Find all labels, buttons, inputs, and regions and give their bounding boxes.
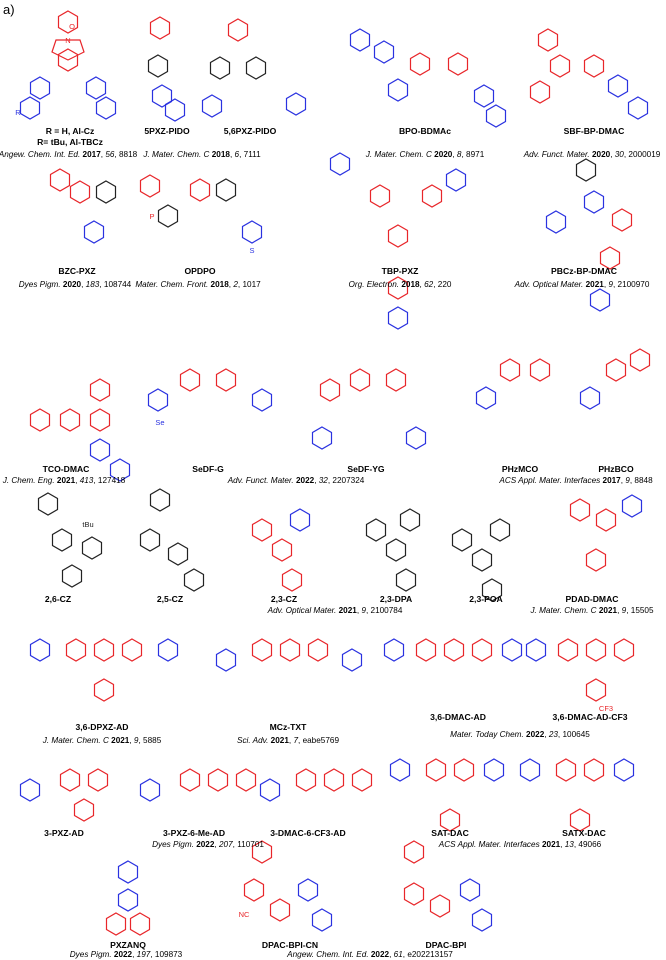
compound-name-dpac-bpi: DPAC-BPI xyxy=(425,940,467,950)
compound-name-mcz-txt: MCz-TXT xyxy=(269,722,307,732)
structure-36-dpxz-ad xyxy=(29,638,179,702)
panel-label: a) xyxy=(3,2,15,17)
compound-name-pxzanq: PXZANQ xyxy=(110,940,146,950)
compound-name-5pxz-pido: 5PXZ-PIDO xyxy=(144,126,190,136)
structure-tbp-pxz xyxy=(329,152,467,330)
structure-5pxz-pido xyxy=(147,16,186,122)
reference-sbf-bp-dmac: Adv. Funct. Mater. 2020, 30, 2000019 xyxy=(523,150,661,159)
structure-23-poa xyxy=(451,518,511,602)
compound-name-3-pxz-ad: 3-PXZ-AD xyxy=(44,828,84,838)
compound-name-pbcz-bp-dmac: PBCz-BP-DMAC xyxy=(551,266,617,276)
reference-pdad-dmac: J. Mater. Chem. C 2021, 9, 15505 xyxy=(530,606,654,615)
reference-bpo-bdmac: J. Mater. Chem. C 2020, 8, 8971 xyxy=(365,150,485,159)
reference-pxzanq: Dyes Pigm. 2022, 197, 109873 xyxy=(69,950,183,959)
structure-pdad-dmac xyxy=(569,494,643,572)
structure-26-cz xyxy=(37,492,103,588)
compound-name-36-dpxz-ad: 3,6-DPXZ-AD xyxy=(75,722,129,732)
atom-label-r: R xyxy=(15,108,21,117)
structure-phzmco xyxy=(475,358,551,410)
compound-name-3-dmac-6-cf3-ad: 3-DMAC-6-CF3-AD xyxy=(270,828,346,838)
atom-label-nc: NC xyxy=(238,910,250,919)
structure-dpac-bpi xyxy=(403,840,493,932)
structure-opdpo xyxy=(139,174,263,244)
compound-name-23-cz: 2,3-CZ xyxy=(270,594,298,604)
reference-36-dpxz-ad: J. Mater. Chem. C 2021, 9, 5885 xyxy=(42,736,162,745)
structure-sbf-bp-dmac xyxy=(529,28,649,120)
structure-36-dmac-ad-cf3 xyxy=(525,638,635,702)
structure-3-pxz-ad xyxy=(19,768,109,822)
compound-name-opdpo: OPDPO xyxy=(184,266,216,276)
atom-label-se: Se xyxy=(155,418,165,427)
compound-name-phzmco: PHzMCO xyxy=(501,464,539,474)
atom-label-s: S xyxy=(249,246,255,255)
compound-name-sedf-g: SeDF-G xyxy=(192,464,224,474)
reference-pbcz-bp-dmac: Adv. Optical Mater. 2021, 9, 2100970 xyxy=(514,280,650,289)
compound-name-36-dmac-ad-cf3: 3,6-DMAC-AD-CF3 xyxy=(552,712,628,722)
compound-name-al-tbcz: R= tBu, Al-TBCz xyxy=(37,137,103,147)
compound-name-pdad-dmac: PDAD-DMAC xyxy=(565,594,619,604)
reference-al-cz: Angew. Chem. Int. Ed. 2017, 56, 8818 xyxy=(0,150,138,159)
structure-dpac-bpi-cn xyxy=(243,840,333,932)
compound-name-phzbco: PHzBCO xyxy=(598,464,634,474)
compound-name-sedf-yg: SeDF-YG xyxy=(347,464,385,474)
reference-mcz-txt: Sci. Adv. 2021, 7, eabe5769 xyxy=(236,736,340,745)
structure-phzbco xyxy=(579,348,651,410)
reference-tco-dmac: J. Chem. Eng. 2021, 413, 127418 xyxy=(2,476,126,485)
atom-label-n: N xyxy=(65,36,71,45)
compound-name-satx-dac: SATX-DAC xyxy=(562,828,606,838)
atom-label-cf3: CF3 xyxy=(598,704,614,713)
compound-name-sat-dac: SAT-DAC xyxy=(431,828,469,838)
atom-label-p: P xyxy=(149,212,155,221)
reference-sat-dac: ACS Appl. Mater. Interfaces 2021, 13, 49… xyxy=(438,840,602,849)
compound-name-bpo-bdmac: BPO-BDMAc xyxy=(398,126,452,136)
structure-bpo-bdmac xyxy=(349,28,507,128)
compound-name-dpac-bpi-cn: DPAC-BPI-CN xyxy=(261,940,319,950)
compound-name-36-dmac-ad: 3,6-DMAC-AD xyxy=(430,712,486,722)
structure-56pxz-pido xyxy=(201,18,307,118)
atom-label-tbu: tBu xyxy=(82,520,94,529)
reference-opdpo: Mater. Chem. Front. 2018, 2, 1017 xyxy=(135,280,261,289)
structure-36-dmac-ad xyxy=(383,638,523,662)
reference-36-dmac-ad: Mater. Today Chem. 2022, 23, 100645 xyxy=(450,730,590,739)
compound-name-26-cz: 2,6-CZ xyxy=(44,594,72,604)
structure-pxzanq xyxy=(105,860,151,936)
structure-23-dpa xyxy=(365,508,421,592)
compound-name-bzc-pxz: BZC-PXZ xyxy=(58,266,96,276)
structure-sedf-g xyxy=(147,368,273,412)
compound-name-tco-dmac: TCO-DMAC xyxy=(42,464,90,474)
reference-pxz-pido: J. Mater. Chem. C 2018, 6, 7111 xyxy=(143,150,261,159)
atom-label-o: O xyxy=(69,22,75,31)
reference-23: Adv. Optical Mater. 2021, 9, 2100784 xyxy=(267,606,403,615)
reference-dpac-bpi: Angew. Chem. Int. Ed. 2022, 61, e2022131… xyxy=(287,950,453,959)
compound-name-al-cz: R = H, Al-Cz xyxy=(45,126,95,136)
reference-bzc-pxz: Dyes Pigm. 2020, 183, 108744 xyxy=(18,280,132,289)
structure-3-dmac-6-cf3-ad xyxy=(259,768,373,802)
structure-sedf-yg xyxy=(311,368,427,450)
structure-23-cz xyxy=(251,508,311,592)
compound-name-23-dpa: 2,3-DPA xyxy=(379,594,413,604)
reference-phz: ACS Appl. Mater. Interfaces 2017, 9, 884… xyxy=(499,476,653,485)
structure-mcz-txt xyxy=(215,638,363,672)
compound-name-3-pxz-6-me-ad: 3-PXZ-6-Me-AD xyxy=(162,828,226,838)
structure-sat-dac xyxy=(389,758,505,832)
compound-name-25-cz: 2,5-CZ xyxy=(156,594,184,604)
reference-sedf: Adv. Funct. Mater. 2022, 32, 2207324 xyxy=(227,476,365,485)
reference-3-pxz-6-me-ad: Dyes Pigm. 2022, 207, 110701 xyxy=(152,840,264,849)
compound-name-23-poa: 2,3-POA xyxy=(469,594,503,604)
compound-name-56pxz-pido: 5,6PXZ-PIDO xyxy=(223,126,277,136)
structure-3-pxz-6-me-ad xyxy=(139,768,257,802)
structure-bzc-pxz xyxy=(49,168,117,244)
compound-name-tbp-pxz: TBP-PXZ xyxy=(381,266,419,276)
structure-satx-dac xyxy=(519,758,635,832)
compound-name-sbf-bp-dmac: SBF-BP-DMAC xyxy=(563,126,625,136)
structure-al-cz xyxy=(19,10,117,120)
structure-25-cz xyxy=(139,488,205,592)
reference-tbp-pxz: Org. Electron. 2018, 62, 220 xyxy=(348,280,452,289)
